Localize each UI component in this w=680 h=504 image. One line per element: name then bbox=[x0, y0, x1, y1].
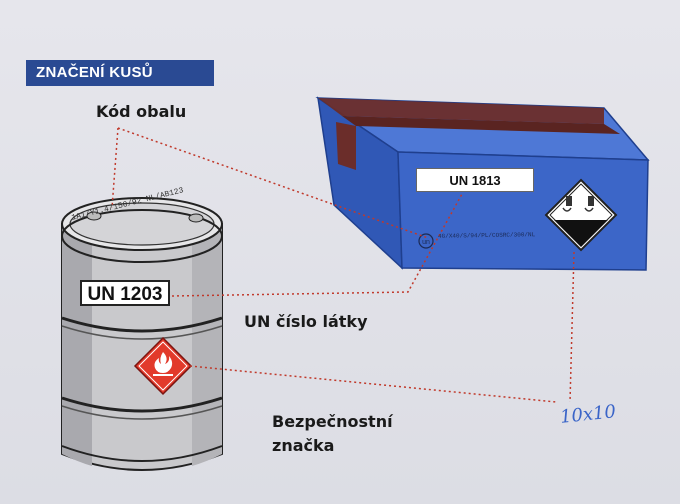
leader-lines bbox=[111, 127, 575, 403]
box-un-label: UN 1813 bbox=[416, 168, 534, 192]
leader-line-un-number bbox=[171, 193, 463, 297]
safety-mark-label: Bezpečnostní značka bbox=[272, 410, 393, 458]
package-code-label: Kód obalu bbox=[96, 102, 187, 121]
barrel-illustration bbox=[61, 197, 223, 471]
section-title: ZNAČENÍ KUSŮ bbox=[26, 60, 214, 86]
svg-text:un: un bbox=[422, 239, 430, 246]
leader-line-safety-mark bbox=[189, 365, 557, 403]
un-packaging-symbol: un bbox=[418, 233, 434, 249]
un-number-label: UN číslo látky bbox=[244, 312, 368, 331]
corrosive-diamond-icon bbox=[544, 178, 618, 252]
safety-mark-label-line2: značka bbox=[272, 436, 335, 455]
leader-line-box-diamond bbox=[569, 251, 575, 403]
safety-mark-label-line1: Bezpečnostní bbox=[272, 412, 393, 431]
flammable-diamond-icon bbox=[133, 336, 193, 396]
leader-line-package-code-barrel bbox=[111, 127, 119, 209]
barrel-un-label: UN 1203 bbox=[80, 280, 170, 306]
